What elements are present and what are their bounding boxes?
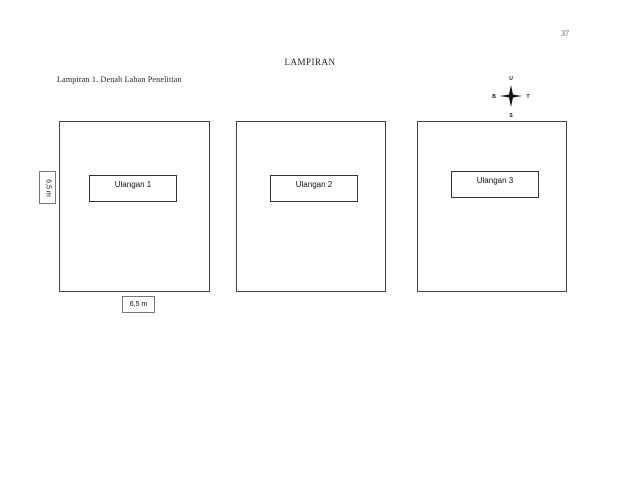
attachment-title: Lampiran 1. Denah Lahan Penelitian (57, 75, 182, 84)
replication-label-3: Ulangan 3 (451, 171, 539, 198)
section-title: LAMPIRAN (284, 57, 336, 67)
compass-south-label: S (509, 113, 513, 119)
page-number: 37 (561, 29, 569, 38)
compass-rose-icon: U S B T (492, 76, 529, 119)
compass-north-label: U (509, 76, 513, 82)
height-dimension-box: 6,5 m (39, 171, 56, 204)
plot-2 (236, 121, 386, 292)
compass-star-icon (500, 85, 522, 107)
compass-east-label: T (526, 94, 529, 100)
plot-3 (417, 121, 567, 292)
width-dimension-label: 6,5 m (122, 296, 155, 313)
plot-1 (59, 121, 210, 292)
compass-west-label: B (492, 94, 496, 100)
replication-label-2: Ulangan 2 (270, 175, 358, 202)
replication-label-1: Ulangan 1 (89, 175, 177, 202)
height-dimension-label: 6,5 m (44, 178, 51, 197)
